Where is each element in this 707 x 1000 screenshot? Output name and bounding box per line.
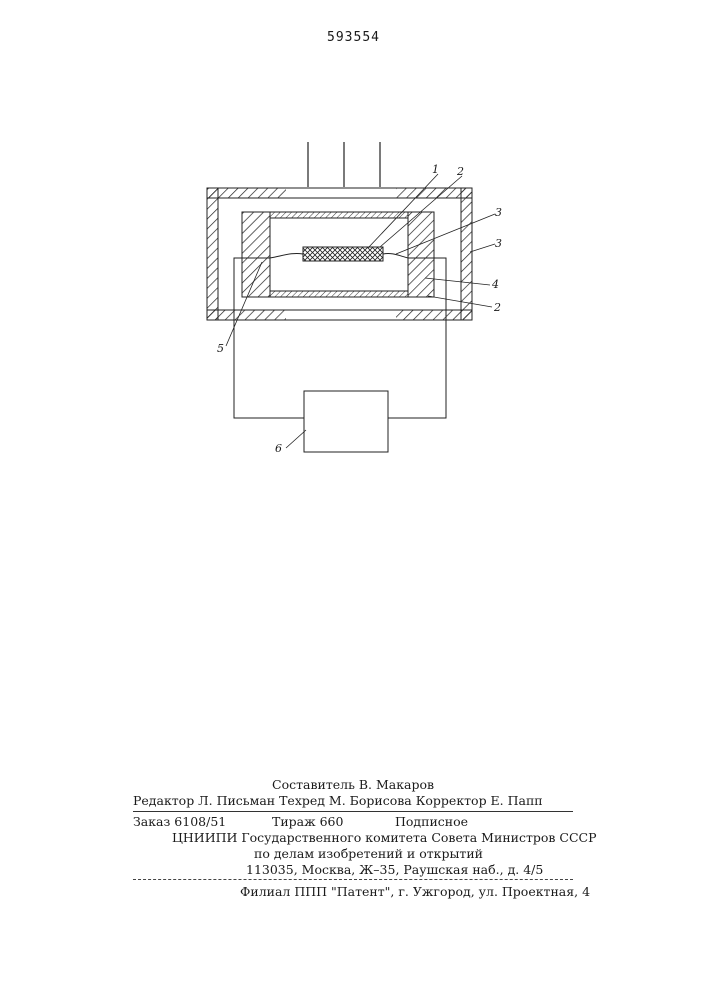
org-line-1: ЦНИИПИ Государственного комитета Совета …	[172, 830, 597, 845]
circulation: Тираж 660	[272, 814, 343, 829]
compiler: Составитель В. Макаров	[272, 777, 434, 792]
rule-1	[133, 811, 573, 812]
subscription: Подписное	[395, 814, 468, 829]
org-line-2: по делам изобретений и открытий	[254, 846, 483, 861]
rule-2	[133, 879, 573, 880]
order: Заказ 6108/51	[133, 814, 226, 829]
editors: Редактор Л. Письман Техред М. Борисова К…	[133, 793, 543, 808]
address: 113035, Москва, Ж–35, Раушская наб., д. …	[246, 862, 543, 877]
branch: Филиал ППП "Патент", г. Ужгород, ул. Про…	[240, 884, 590, 899]
